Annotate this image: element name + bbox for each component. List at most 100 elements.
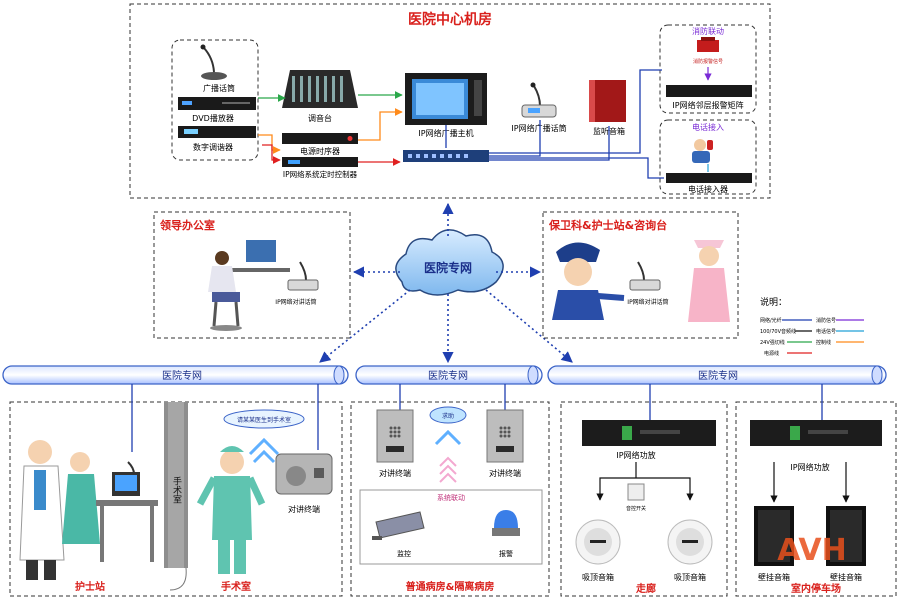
phone-device-label: 电话接入器 xyxy=(688,184,728,194)
ceiling-speaker-icon xyxy=(667,519,713,565)
legend-item: 网络/光纤 xyxy=(760,317,782,324)
surgeon-icon xyxy=(196,446,266,574)
legend-title: 说明： xyxy=(760,296,787,308)
parking-section-frame xyxy=(735,401,897,597)
cloud-icon xyxy=(395,229,504,296)
nurse-worker-icon xyxy=(62,452,100,544)
wall-speaker-icon xyxy=(754,506,794,566)
leader-office-title: 领导办公室 xyxy=(159,218,215,232)
broadcast-host-icon xyxy=(405,73,487,125)
alarm-icon xyxy=(492,510,520,536)
center-wiring xyxy=(258,69,664,179)
parking-speaker-left-label: 壁挂音箱 xyxy=(758,572,790,582)
pipe-middle: 医院专网 xyxy=(355,365,543,385)
center-room-frame xyxy=(129,3,771,199)
guard-icon xyxy=(552,242,625,320)
terminal-right-label: 对讲终端 xyxy=(489,468,521,478)
legend-item: 消防信号 xyxy=(816,317,836,324)
mixer-label: 调音台 xyxy=(308,113,332,123)
corridor-amp-label: IP网络功放 xyxy=(616,450,655,460)
amplifier-icon xyxy=(582,420,716,446)
phone-in-label: 电话接入 xyxy=(692,122,724,132)
center-room: 医院中心机房 广播话筒 DVD播放器 数字调谐器 xyxy=(129,3,771,199)
pipe-left: 医院专网 xyxy=(2,365,349,385)
fire-alarm-icon xyxy=(697,37,719,52)
phone-icon xyxy=(692,139,713,163)
pipe-label: 医院专网 xyxy=(698,369,738,382)
surgery-door: 手术室 xyxy=(164,402,188,591)
leader-office-frame xyxy=(153,211,351,339)
pipe-label: 医院专网 xyxy=(428,369,468,382)
ceiling-speaker-icon xyxy=(575,519,621,565)
dvd-label: DVD播放器 xyxy=(192,113,234,123)
ip-mic-label: IP网络广播话筒 xyxy=(511,123,566,133)
help-label: 求助 xyxy=(442,412,454,420)
ward-section-frame xyxy=(350,401,550,597)
legend-item: 电源线 xyxy=(764,350,779,357)
leader-device-label: IP网络对讲话筒 xyxy=(275,298,316,306)
sound-waves-icon xyxy=(434,429,462,446)
help-bubble: 求助 xyxy=(429,406,467,424)
speaker-left-label: 吸顶音箱 xyxy=(582,572,614,582)
alarm-matrix-icon xyxy=(666,85,752,97)
desk-worker-icon xyxy=(208,240,290,331)
network-links xyxy=(319,202,573,364)
link-arrows-icon xyxy=(439,456,457,483)
legend: 说明： 网络/光纤 消防信号 100/70V音频线 电话信号 24V强切线 控制… xyxy=(760,296,864,357)
mixer-icon xyxy=(282,70,358,108)
dvd-player-icon xyxy=(178,97,256,110)
timer-controller-icon xyxy=(282,157,358,167)
corridor-title: 走廊 xyxy=(635,582,656,595)
alarm-label: 报警 xyxy=(499,549,513,558)
door-sign-bubble: 请某某医生到手术室 xyxy=(223,409,305,429)
room-label: 手术室 xyxy=(171,475,182,503)
fire-link-label: 消防联动 xyxy=(692,26,724,36)
phone-in-frame xyxy=(659,119,757,195)
center-room-title: 医院中心机房 xyxy=(408,11,492,28)
doctor-icon xyxy=(19,440,65,580)
intercom-mic-icon xyxy=(629,261,661,291)
security-office-title: 保卫科&护士站&咨询台 xyxy=(548,218,667,232)
sequencer-label: 电源时序器 xyxy=(300,146,340,156)
source-group-frame xyxy=(171,39,259,161)
pipe-right: 医院专网 xyxy=(547,365,887,385)
fire-signal-label: 消防报警信号 xyxy=(693,58,723,65)
cloud-label: 医院专网 xyxy=(424,260,472,275)
monitor-speaker-icon xyxy=(589,80,626,122)
ward-title: 普通病房&隔离病房 xyxy=(406,580,495,593)
legend-item: 100/70V音频线 xyxy=(760,328,796,335)
paging-mic-label: 广播话筒 xyxy=(203,83,235,93)
ip-mic-icon xyxy=(521,82,557,118)
linkage-frame xyxy=(359,489,543,565)
legend-item: 控制线 xyxy=(816,339,831,346)
wall-speaker-icon xyxy=(826,506,866,566)
tuner-icon xyxy=(178,126,256,138)
camera-label: 监控 xyxy=(397,549,411,558)
microphone-icon xyxy=(200,44,227,80)
legend-item: 电话信号 xyxy=(816,328,836,335)
brand-watermark: AVH xyxy=(777,533,847,568)
parking-amp-label: IP网络功放 xyxy=(790,462,829,472)
nurse-section: 手术室 请某某医生到手术室 对讲终端 护士站 手术室 xyxy=(9,384,343,597)
parking-speaker-right-label: 壁挂音箱 xyxy=(830,572,862,582)
volume-switch-label: 音控开关 xyxy=(626,505,646,512)
intercom-icon xyxy=(376,409,414,463)
security-device-label: IP网络对讲话筒 xyxy=(627,298,668,306)
pipe-label: 医院专网 xyxy=(162,369,202,382)
nurse-figure-icon xyxy=(688,240,730,322)
corridor-section: IP网络功放 音控开关 吸顶音箱 吸顶音箱 走廊 xyxy=(560,384,728,597)
door-sign: 请某某医生到手术室 xyxy=(237,416,291,424)
terminal-label: 对讲终端 xyxy=(288,504,320,514)
amplifier-icon xyxy=(750,420,882,446)
nurse-station-title: 护士站 xyxy=(75,580,105,593)
camera-icon xyxy=(372,511,425,540)
linkage-label: 系统联动 xyxy=(437,493,465,502)
phone-device-icon xyxy=(666,173,752,183)
intercom-mic-icon xyxy=(287,261,319,291)
parking-title: 室内停车场 xyxy=(791,582,841,595)
intercom-icon xyxy=(275,453,333,495)
intercom-icon xyxy=(486,409,524,463)
sequencer-icon xyxy=(282,133,358,144)
nurse-section-frame xyxy=(9,401,343,597)
